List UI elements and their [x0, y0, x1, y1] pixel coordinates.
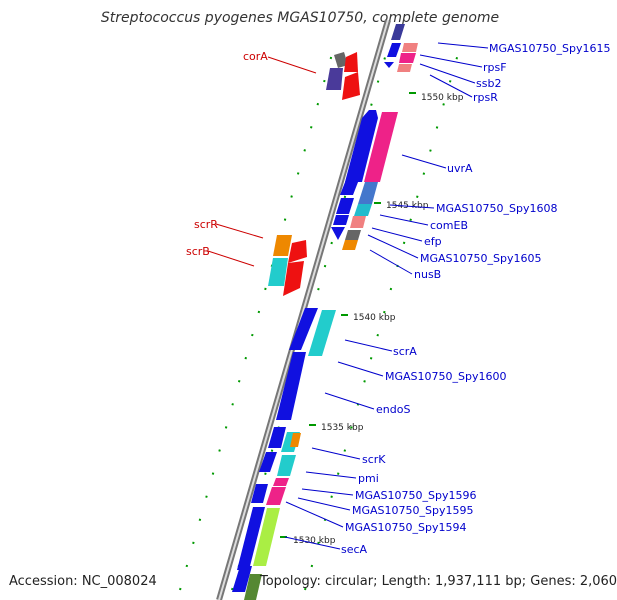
- left-gene-labels: corA scrR scrB: [186, 50, 268, 258]
- feature-spy1608-a: [340, 177, 360, 195]
- feature-spy1615-b: [387, 43, 401, 57]
- genome-title: Streptococcus pyogenes MGAS10750, comple…: [100, 10, 500, 26]
- feature-pmi-blue: [259, 452, 277, 472]
- leader-endoS: [324, 392, 375, 410]
- feature-spy1615-arrow: [384, 62, 394, 68]
- leader-spy1595: [297, 497, 351, 511]
- leader-uvrA: [401, 154, 447, 169]
- leader-nusB: [369, 249, 413, 275]
- feature-spy1615-a: [391, 24, 405, 40]
- leader-scrR: [215, 223, 264, 239]
- right-leader-lines: [284, 42, 489, 550]
- genome-backbone-highlight: [218, 19, 389, 600]
- feature-corA-purple: [326, 68, 343, 90]
- left-leader-lines: [207, 56, 317, 267]
- leader-scrB: [207, 250, 255, 267]
- feature-spy1596: [273, 478, 289, 486]
- label-rpsR[interactable]: rpsR: [473, 91, 498, 104]
- label-efp[interactable]: efp: [424, 235, 442, 248]
- leader-spy1594: [285, 501, 344, 528]
- label-scrB[interactable]: scrB: [186, 245, 210, 258]
- feature-spy1608-b: [336, 198, 354, 214]
- genome-map-view: Streptococcus pyogenes MGAS10750, comple…: [9, 10, 617, 600]
- feature-scrB-cyan: [268, 258, 288, 286]
- feature-scrA: [308, 310, 336, 356]
- leader-spy1608: [389, 204, 435, 209]
- feature-spy1594-a: [251, 484, 268, 503]
- label-nusB[interactable]: nusB: [414, 268, 441, 281]
- genome-stats-text: Topology: circular; Length: 1,937,111 bp…: [260, 574, 617, 589]
- tick-label-1535: 1535 kbp: [321, 423, 364, 433]
- feature-bottom-blue: [232, 566, 252, 592]
- feature-nusB: [342, 240, 358, 250]
- feature-scrR: [273, 235, 292, 256]
- leader-scrK: [311, 447, 361, 460]
- feature-secA-blue: [237, 507, 265, 570]
- leader-spy1600: [337, 361, 384, 377]
- feature-secA: [253, 508, 280, 566]
- leader-rpsR: [429, 74, 473, 98]
- label-uvrA[interactable]: uvrA: [447, 162, 473, 175]
- feature-corA-grey: [334, 52, 348, 68]
- leader-efp: [371, 227, 423, 242]
- forward-strand-features: [232, 24, 418, 600]
- label-spy1605[interactable]: MGAS10750_Spy1605: [420, 252, 541, 265]
- right-gene-labels: MGAS10750_Spy1615 rpsF ssb2 rpsR uvrA MG…: [341, 42, 610, 556]
- tick-label-1550: 1550 kbp: [421, 93, 464, 103]
- leader-rpsF: [419, 54, 483, 68]
- genome-map: 1550 kbp 1545 kbp 1540 kbp 1535 kbp 1530…: [179, 19, 610, 600]
- feature-scrK-orange: [290, 433, 301, 447]
- label-spy1608[interactable]: MGAS10750_Spy1608: [436, 202, 557, 215]
- feature-spy1605: [345, 230, 361, 240]
- feature-pmi: [277, 455, 296, 476]
- leader-spy1615: [437, 42, 489, 49]
- label-pmi[interactable]: pmi: [358, 472, 379, 485]
- label-spy1596[interactable]: MGAS10750_Spy1596: [355, 489, 476, 502]
- feature-uvrA-blue: [345, 110, 378, 182]
- feature-rpsF-segment: [402, 43, 418, 52]
- accession-text: Accession: NC_008024: [9, 574, 157, 589]
- feature-nusB-arrow: [331, 227, 345, 240]
- feature-spy1595: [266, 487, 286, 505]
- feature-ssb2: [397, 64, 412, 72]
- label-scrR[interactable]: scrR: [194, 218, 218, 231]
- label-scrA[interactable]: scrA: [393, 345, 417, 358]
- label-spy1600[interactable]: MGAS10750_Spy1600: [385, 370, 506, 383]
- feature-endoS: [276, 352, 306, 420]
- label-rpsF[interactable]: rpsF: [483, 61, 507, 74]
- leader-spy1605: [367, 234, 419, 259]
- label-spy1595[interactable]: MGAS10750_Spy1595: [352, 504, 473, 517]
- label-endoS[interactable]: endoS: [376, 403, 410, 416]
- feature-corA: [342, 72, 360, 100]
- leader-pmi: [305, 471, 357, 479]
- feature-comEB: [354, 204, 372, 216]
- label-spy1615[interactable]: MGAS10750_Spy1615: [489, 42, 610, 55]
- leader-comEB: [379, 214, 429, 226]
- label-scrK[interactable]: scrK: [362, 453, 386, 466]
- leader-scrA: [344, 339, 393, 352]
- tick-label-1530: 1530 kbp: [293, 536, 336, 546]
- label-secA[interactable]: secA: [341, 543, 368, 556]
- label-corA[interactable]: corA: [243, 50, 268, 63]
- feature-scrR-red: [288, 240, 307, 263]
- leader-secA: [284, 536, 341, 550]
- feature-spy1608-teal: [358, 182, 378, 204]
- feature-scrB: [283, 261, 304, 296]
- feature-scrK-blue: [268, 427, 286, 448]
- label-spy1594[interactable]: MGAS10750_Spy1594: [345, 521, 466, 534]
- feature-efp-a: [333, 215, 349, 225]
- feature-efp: [350, 216, 366, 228]
- leader-spy1596: [301, 488, 354, 496]
- tick-label-1540: 1540 kbp: [353, 313, 396, 323]
- reverse-strand-features: [268, 52, 360, 296]
- feature-scrA-blue: [289, 308, 318, 350]
- leader-ssb2: [419, 63, 476, 84]
- label-comEB[interactable]: comEB: [430, 219, 468, 232]
- feature-rpsF: [399, 53, 416, 63]
- feature-corA-red-top: [344, 52, 358, 72]
- label-ssb2[interactable]: ssb2: [476, 77, 501, 90]
- feature-bottom-green: [244, 574, 262, 600]
- leader-corA: [267, 56, 317, 74]
- feature-uvrA-pink: [364, 112, 398, 182]
